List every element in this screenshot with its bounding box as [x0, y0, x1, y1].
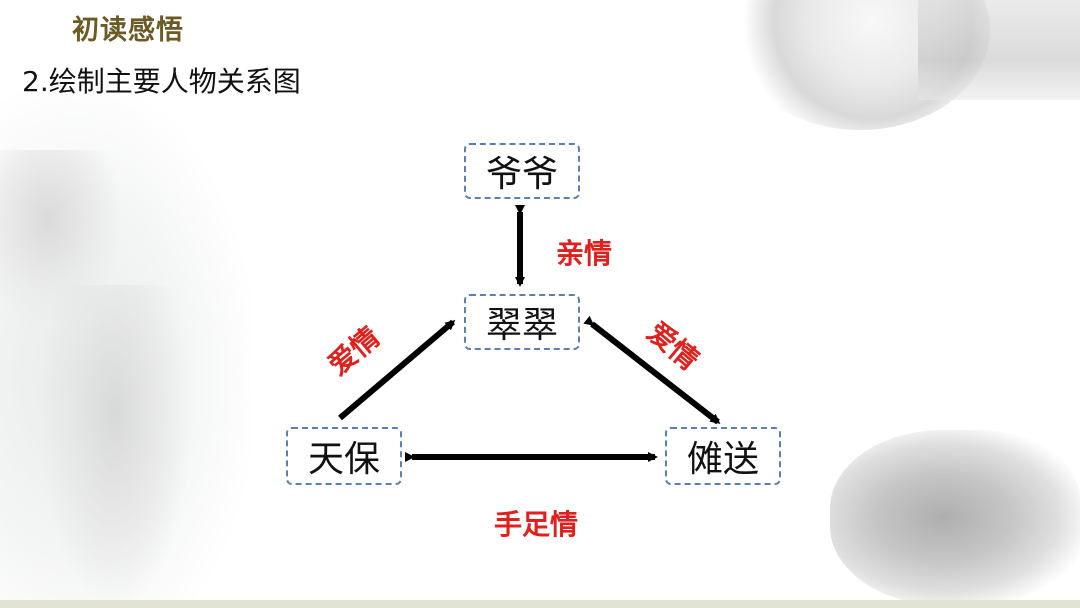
node-tianbao: 天保: [286, 427, 402, 485]
node-nuosong: 傩送: [665, 427, 781, 485]
relation-label-tianbao-nuosong: 手足情: [494, 503, 578, 543]
node-grandpa: 爷爷: [464, 143, 580, 199]
node-cuicui: 翠翠: [464, 294, 580, 350]
relation-label-grandpa-cuicui: 亲情: [556, 232, 612, 272]
